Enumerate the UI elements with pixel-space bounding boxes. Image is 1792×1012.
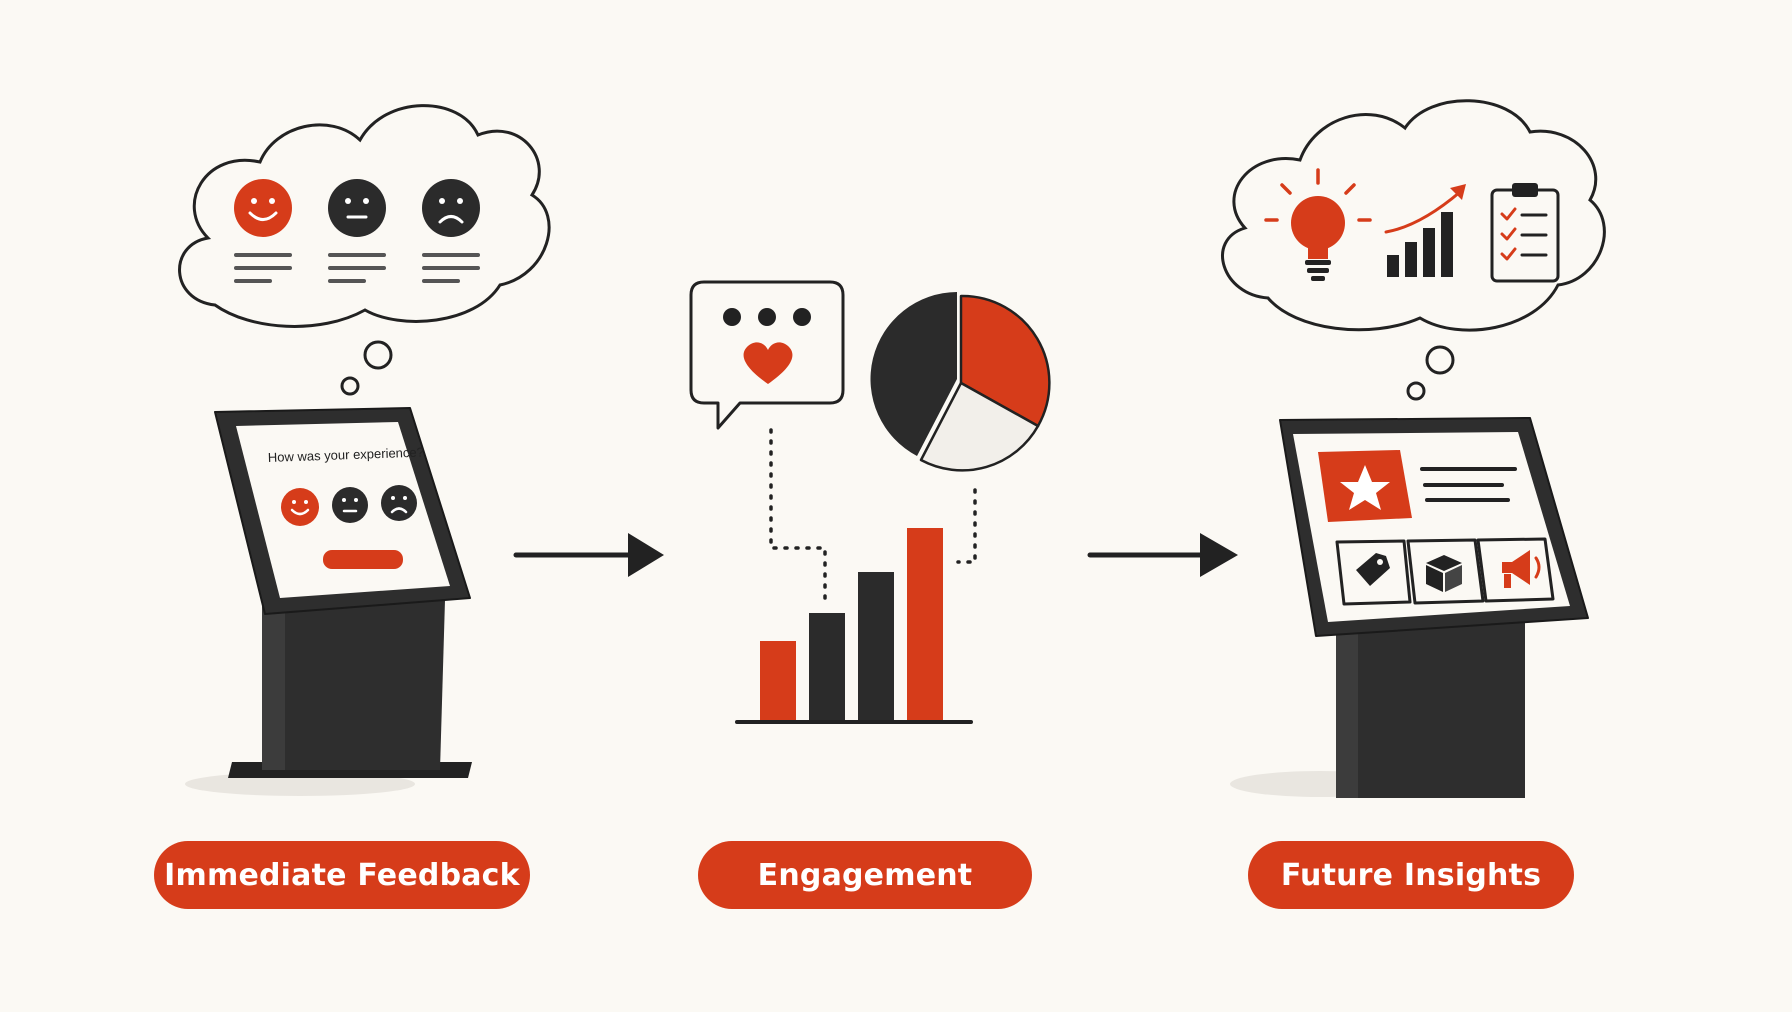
smiley-sad-icon [422, 179, 480, 237]
kiosk-left: How was your experience? [185, 407, 472, 796]
kiosk-smiley-happy-icon [281, 488, 319, 526]
smiley-neutral-icon [328, 179, 386, 237]
kiosk-smiley-neutral-icon [332, 487, 368, 523]
text-lines [234, 253, 480, 283]
thought-cloud-right [1221, 99, 1606, 401]
box-icon [1406, 538, 1485, 605]
thought-cloud-left [178, 104, 551, 396]
star-icon [1318, 450, 1412, 522]
megaphone-icon [1476, 537, 1555, 603]
tag-icon [1335, 539, 1412, 606]
smiley-happy-icon [234, 179, 292, 237]
bar-chart-icon [735, 528, 973, 724]
arrow-right-icon [513, 533, 664, 577]
engagement-graphic [689, 280, 1051, 724]
kiosk-text-lines [1420, 467, 1517, 502]
step-label-immediate-feedback: Immediate Feedback [154, 841, 530, 909]
pie-chart-icon [870, 292, 1051, 472]
clipboard-checklist-icon [1490, 183, 1560, 283]
dotted-connectors [769, 428, 977, 600]
kiosk-submit-bar [323, 550, 403, 569]
arrow-right-icon [1087, 533, 1238, 577]
step-label-engagement: Engagement [698, 841, 1032, 909]
chat-bubble-icon [689, 280, 845, 430]
kiosk-question: How was your experience? [268, 445, 425, 465]
lightbulb-icon [1264, 168, 1372, 281]
heart-icon [743, 342, 793, 384]
kiosk-smiley-sad-icon [381, 485, 417, 521]
trend-chart-icon [1384, 184, 1466, 277]
kiosk-right [1230, 417, 1589, 798]
step-label-future-insights: Future Insights [1248, 841, 1574, 909]
